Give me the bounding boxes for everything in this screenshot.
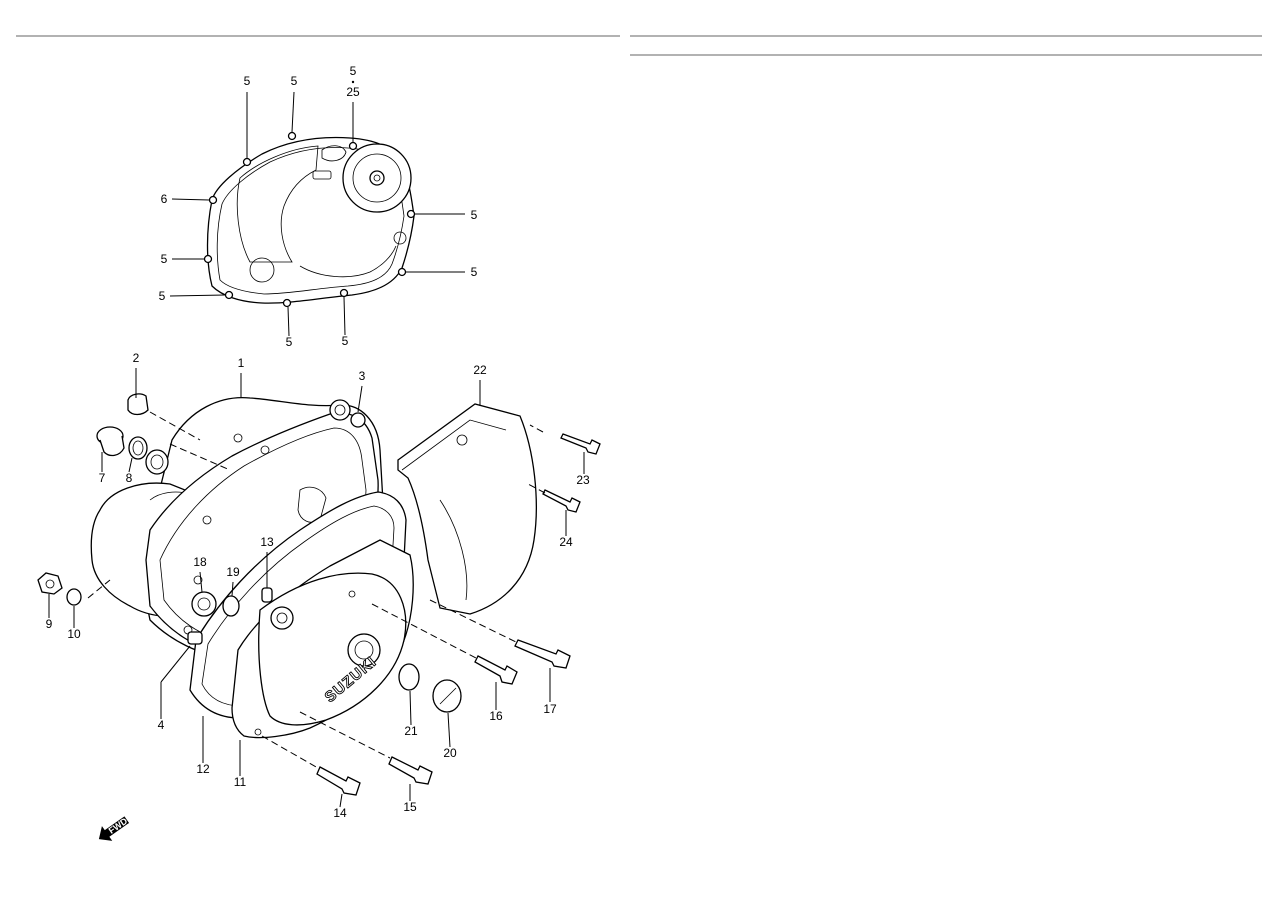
callout-3: 3	[359, 369, 366, 383]
part-8	[128, 436, 148, 460]
callout-15: 15	[403, 800, 417, 814]
callout-10: 10	[67, 627, 81, 641]
callout-16: 16	[489, 709, 503, 723]
callout-9: 9	[46, 617, 53, 631]
callout-22: 22	[473, 363, 487, 377]
callout-7: 7	[99, 471, 106, 485]
callout-17: 17	[543, 702, 557, 716]
part-18	[191, 591, 217, 617]
bolt-24	[542, 489, 581, 513]
callout-4: 4	[158, 718, 165, 732]
bolt-14	[316, 766, 361, 796]
main-leaders	[48, 368, 585, 808]
callout-1: 1	[238, 356, 245, 370]
callout-23: 23	[576, 473, 590, 487]
callout-8: 8	[126, 471, 133, 485]
callout-5: 5	[286, 335, 293, 349]
assembly-lines	[87, 411, 546, 769]
callout-24: 24	[559, 535, 573, 549]
fwd-label: FWD	[107, 816, 130, 836]
callout-5: 5	[471, 265, 478, 279]
bolts	[316, 433, 601, 796]
part-9	[37, 572, 63, 595]
callout-2: 2	[133, 351, 140, 365]
part-13	[261, 587, 273, 603]
bolt-23	[560, 433, 601, 455]
part-20	[432, 679, 462, 713]
bolt-17	[514, 639, 571, 669]
callout-18: 18	[193, 555, 207, 569]
part-19	[222, 595, 240, 617]
callout-5: 5	[471, 208, 478, 222]
callout-11: 11	[234, 775, 247, 789]
bolt-15	[388, 756, 433, 785]
callout-12: 12	[196, 762, 210, 776]
callout-19: 19	[226, 565, 240, 579]
callout-13: 13	[260, 535, 274, 549]
callout-5: 5	[159, 289, 166, 303]
gasket-6	[203, 131, 416, 308]
header-rules	[16, 35, 1262, 56]
part-2	[127, 393, 149, 416]
part-7	[96, 426, 125, 457]
callout-25: 25	[346, 85, 360, 99]
callout-5: 5	[244, 74, 251, 88]
callout-5: 5	[342, 334, 349, 348]
callout-5: 5	[161, 252, 168, 266]
callout-5: 5	[291, 74, 298, 88]
gasket-leaders	[169, 80, 465, 337]
callout-21: 21	[404, 724, 418, 738]
part-21	[398, 663, 420, 691]
part-10	[66, 588, 82, 606]
part-4	[187, 631, 203, 645]
callout-5: 5	[350, 64, 357, 78]
callout-6: 6	[161, 192, 168, 206]
sprocket-cover-22	[397, 403, 537, 615]
callout-14: 14	[333, 806, 347, 820]
small-parts	[37, 393, 462, 713]
fwd-arrow-icon: FWD	[98, 816, 130, 841]
callout-20: 20	[443, 746, 457, 760]
bolt-16	[474, 655, 518, 685]
